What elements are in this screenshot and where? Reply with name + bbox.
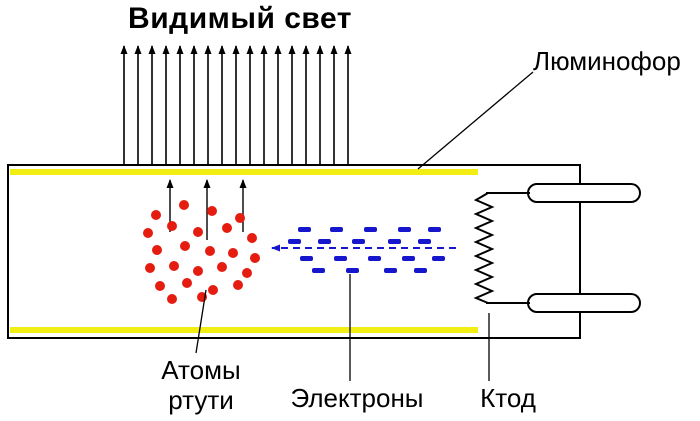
phosphor-coating-top [10,169,478,175]
cathode-filament-coil [473,192,495,304]
electrons-label: Электроны [290,383,424,413]
uv-arrows [166,179,247,240]
phosphor-pointer-line [417,71,534,170]
cathode-pin-bottom [527,293,641,313]
mercury-pointer-line [195,289,207,354]
phosphor-label: Люминофор [533,46,681,76]
cathode-pin-top [527,183,641,203]
mercury-atoms-label: Атомы ртути [161,355,241,415]
electrons-cluster [288,227,445,273]
visible-light-arrows [120,45,352,164]
phosphor-coating-bottom [10,327,478,333]
visible-light-label: Видимый свет [128,2,352,35]
mercury-atoms-cluster [143,200,260,304]
cathode-assembly [473,183,641,313]
lamp-tube-outline [7,164,581,339]
cathode-label: Ктод [480,383,536,413]
